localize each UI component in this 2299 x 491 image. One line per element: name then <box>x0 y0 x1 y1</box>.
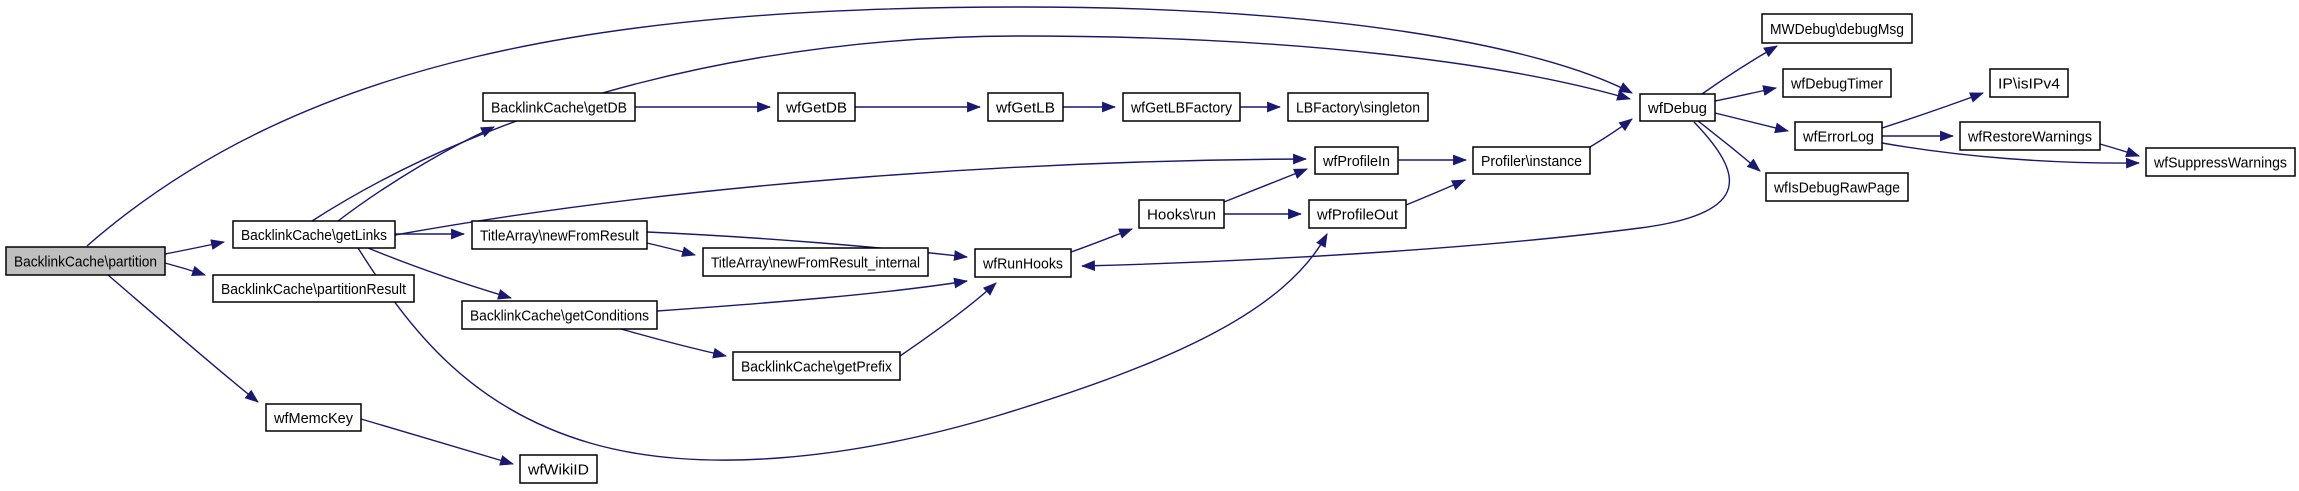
edge-wfDebug-to-wfRunHooks <box>1080 121 1731 272</box>
svg-text:BacklinkCache\getLinks: BacklinkCache\getLinks <box>241 227 387 244</box>
node-wfmemckey[interactable]: wfMemcKey <box>265 403 362 432</box>
node-mwdebug-debugmsg[interactable]: MWDebug\debugMsg <box>1761 13 1913 44</box>
node-titlearray-newfromresult[interactable]: TitleArray\newFromResult <box>471 220 648 250</box>
node-backlinkcache-getlinks[interactable]: BacklinkCache\getLinks <box>232 220 396 249</box>
edge-wfDebug-to-wfDebugTimer <box>1714 85 1778 102</box>
svg-text:wfErrorLog: wfErrorLog <box>1802 129 1874 146</box>
svg-text:wfSuppressWarnings: wfSuppressWarnings <box>2153 155 2287 172</box>
edge-wfRestoreWarnings-to-wfSuppressWarnings <box>2099 143 2141 158</box>
svg-text:IP\isIPv4: IP\isIPv4 <box>1998 76 2060 93</box>
node-profiler-instance[interactable]: Profiler\instance <box>1472 146 1591 175</box>
node-backlinkcache-getdb[interactable]: BacklinkCache\getDB <box>482 92 636 122</box>
svg-text:BacklinkCache\getConditions: BacklinkCache\getConditions <box>470 308 649 325</box>
node-backlinkcache-partition[interactable]: BacklinkCache\partition <box>5 246 166 276</box>
svg-text:Profiler\instance: Profiler\instance <box>1481 153 1582 170</box>
node-wfgetlbfactory[interactable]: wfGetLBFactory <box>1122 92 1241 122</box>
node-wfdebugtimer[interactable]: wfDebugTimer <box>1782 68 1892 98</box>
node-backlinkcache-getprefix[interactable]: BacklinkCache\getPrefix <box>732 351 901 381</box>
svg-text:wfProfileOut: wfProfileOut <box>1316 207 1399 224</box>
svg-text:wfWikiID: wfWikiID <box>527 462 589 479</box>
svg-text:wfRunHooks: wfRunHooks <box>982 256 1063 273</box>
svg-text:wfIsDebugRawPage: wfIsDebugRawPage <box>1773 180 1900 197</box>
svg-text:wfGetLB: wfGetLB <box>995 100 1055 117</box>
edge-layer <box>86 6 2141 466</box>
edge-wfRunHooks-to-Hooks-run <box>1070 228 1134 253</box>
svg-text:BacklinkCache\getPrefix: BacklinkCache\getPrefix <box>741 359 892 376</box>
edge-getLinks-to-wfDebug <box>311 35 1632 222</box>
edge-getLinks-to-getDB <box>337 126 495 222</box>
edge-newFromResult-to-newFromResult-internal <box>646 242 697 257</box>
node-titlearray-newfromresult-internal[interactable]: TitleArray\newFromResult_internal <box>702 247 929 277</box>
edge-getConditions-to-wfRunHooks <box>656 277 969 312</box>
edge-partition-to-wfDebug <box>86 6 1633 247</box>
node-backlinkcache-getconditions[interactable]: BacklinkCache\getConditions <box>461 300 658 330</box>
node-wfisdebugrawpage[interactable]: wfIsDebugRawPage <box>1765 172 1909 202</box>
node-backlinkcache-partitionresult[interactable]: BacklinkCache\partitionResult <box>212 274 415 303</box>
svg-text:BacklinkCache\partition: BacklinkCache\partition <box>14 254 157 271</box>
node-wfrunhooks[interactable]: wfRunHooks <box>974 248 1072 278</box>
svg-text:wfDebugTimer: wfDebugTimer <box>1790 76 1883 93</box>
edge-partition-to-wfMemcKey <box>107 274 259 403</box>
svg-text:wfGetDB: wfGetDB <box>785 100 847 117</box>
svg-text:BacklinkCache\partitionResult: BacklinkCache\partitionResult <box>221 281 407 298</box>
edge-getLinks-to-getConditions <box>367 247 513 300</box>
svg-text:TitleArray\newFromResult_inter: TitleArray\newFromResult_internal <box>711 255 920 272</box>
edge-wfProfileOut-to-Profiler-instance <box>1405 179 1466 206</box>
svg-text:wfGetLBFactory: wfGetLBFactory <box>1130 100 1232 117</box>
svg-text:wfDebug: wfDebug <box>1647 100 1707 117</box>
edge-wfErrorLog-to-wfSuppressWarnings <box>1881 142 2141 169</box>
edge-wfDebug-to-MWDebug-debugMsg <box>1701 45 1778 95</box>
node-wfwikiid[interactable]: wfWikiID <box>519 454 598 484</box>
edge-wfDebug-to-wfIsDebugRawPage <box>1697 120 1761 172</box>
svg-text:MWDebug\debugMsg: MWDebug\debugMsg <box>1770 21 1904 38</box>
edge-wfErrorLog-to-IP-isIPv4 <box>1881 92 1985 129</box>
svg-text:wfProfileIn: wfProfileIn <box>1322 153 1390 170</box>
svg-text:wfRestoreWarnings: wfRestoreWarnings <box>1967 129 2092 146</box>
node-wfsuppresswarnings[interactable]: wfSuppressWarnings <box>2145 147 2296 177</box>
node-wfdebug[interactable]: wfDebug <box>1639 93 1716 122</box>
node-wfrestorewarnings[interactable]: wfRestoreWarnings <box>1959 121 2101 151</box>
edge-Hooks-run-to-wfProfileIn <box>1223 168 1308 203</box>
svg-text:TitleArray\newFromResult: TitleArray\newFromResult <box>480 228 640 245</box>
svg-text:wfMemcKey: wfMemcKey <box>273 410 353 427</box>
node-wfgetdb[interactable]: wfGetDB <box>777 92 856 122</box>
edge-getPrefix-to-wfRunHooks <box>899 282 997 357</box>
edge-partition-to-partitionResult <box>164 262 207 277</box>
svg-text:Hooks\run: Hooks\run <box>1147 207 1216 224</box>
node-wfprofileout[interactable]: wfProfileOut <box>1308 199 1407 229</box>
edge-partition-to-getLinks <box>164 239 226 255</box>
node-hooks-run[interactable]: Hooks\run <box>1138 199 1225 229</box>
edge-wfDebug-to-wfErrorLog <box>1714 112 1790 134</box>
edge-Profiler-instance-to-wfDebug <box>1589 118 1633 148</box>
node-wferrorlog[interactable]: wfErrorLog <box>1794 121 1883 151</box>
node-wfgetlb[interactable]: wfGetLB <box>987 92 1064 122</box>
edge-getLinks-to-wfProfileIn <box>394 153 1308 236</box>
edge-getLinks-to-wfProfileOut <box>357 233 1328 461</box>
svg-text:LBFactory\singleton: LBFactory\singleton <box>1296 100 1420 117</box>
node-lbfactory-singleton[interactable]: LBFactory\singleton <box>1287 92 1429 122</box>
node-wfprofilein[interactable]: wfProfileIn <box>1314 146 1399 175</box>
node-ip-isipv4[interactable]: IP\isIPv4 <box>1989 68 2069 98</box>
edge-getConditions-to-getPrefix <box>620 328 728 359</box>
edge-newFromResult-to-wfRunHooks <box>646 231 969 261</box>
node-layer: BacklinkCache\partition BacklinkCache\ge… <box>5 13 2296 484</box>
edge-wfMemcKey-to-wfWikiID <box>360 418 515 466</box>
svg-text:BacklinkCache\getDB: BacklinkCache\getDB <box>491 100 627 117</box>
